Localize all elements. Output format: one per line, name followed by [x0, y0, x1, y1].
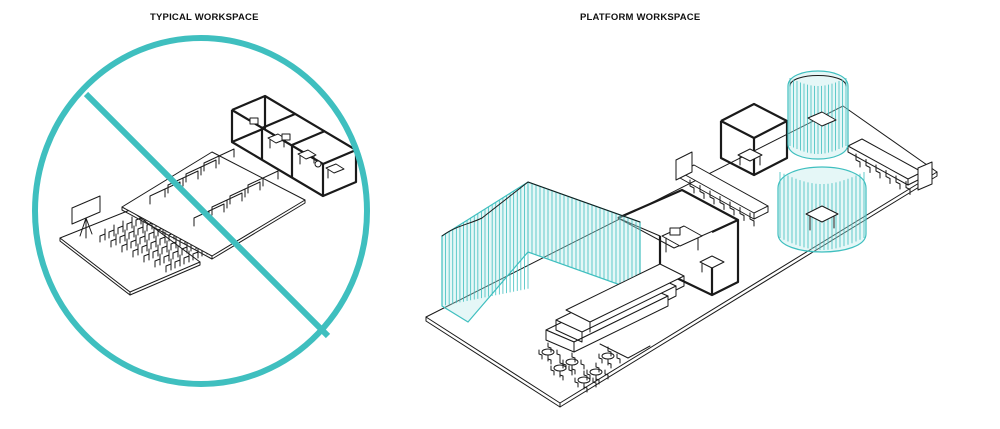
cafe-chair: [547, 354, 552, 365]
cafe-chair: [595, 362, 600, 373]
cafe-table: [577, 376, 591, 384]
prohibition-circle-slash-icon: [32, 35, 370, 387]
desk-chair: [865, 159, 871, 173]
cafe-chair: [592, 377, 597, 388]
training-desk: [211, 192, 243, 216]
seat: [141, 239, 148, 254]
curtain-wall: [441, 181, 641, 323]
platform-workspace-illustration: [425, 70, 938, 408]
desk-chair: [709, 190, 715, 205]
cafe-chair: [616, 353, 621, 364]
cafe-table: [553, 364, 567, 372]
training-room-floor: [121, 151, 306, 260]
desk-chair: [855, 153, 861, 168]
seat: [154, 253, 161, 268]
meeting-pod: [719, 102, 789, 177]
curtain-pod-lower: [777, 166, 867, 253]
cafe-chair: [574, 377, 579, 388]
training-desk: [193, 203, 225, 227]
open-desks-middle: [675, 151, 769, 227]
cafe-chair: [595, 374, 600, 385]
desk-chair: [689, 179, 695, 194]
open-desks-right: [847, 138, 933, 195]
desk-chair: [739, 207, 745, 221]
desk-chair: [749, 212, 755, 227]
cafe-seating: [538, 342, 621, 393]
desk-chair: [905, 181, 911, 195]
training-desk: [167, 170, 199, 194]
seat: [161, 240, 168, 255]
cafe-chair: [547, 342, 552, 353]
cafe-chair: [583, 382, 588, 393]
cafe-chair: [568, 365, 573, 376]
cafe-chair: [583, 370, 588, 381]
cafe-chair: [580, 359, 585, 370]
cafe-table: [565, 358, 579, 366]
desk-chair: [719, 196, 725, 210]
cafe-chair: [598, 353, 603, 364]
cafe-chair: [607, 346, 612, 357]
seat: [137, 221, 144, 236]
cafe-chair: [604, 369, 609, 380]
desk-chair: [885, 170, 891, 184]
seat: [172, 245, 179, 260]
cafe-table: [589, 368, 603, 376]
cafe-chair: [550, 365, 555, 376]
desk-chair: [895, 175, 901, 190]
cafe-chair: [538, 349, 543, 360]
training-desk: [247, 170, 279, 194]
seat: [163, 249, 170, 264]
seat: [152, 244, 159, 259]
seat: [181, 241, 188, 256]
seat: [165, 258, 172, 273]
cafe-chair: [556, 349, 561, 360]
cafe-chair: [571, 352, 576, 363]
cafe-chair: [607, 358, 612, 369]
lecture-room-floor: [59, 209, 201, 296]
cafe-chair: [559, 370, 564, 381]
training-desk: [185, 159, 217, 183]
training-desk: [229, 181, 261, 205]
curtain-pod-upper: [787, 70, 849, 160]
desk-chair: [699, 185, 705, 199]
seat: [174, 254, 181, 269]
cafe-chair: [571, 364, 576, 375]
typical-workspace-illustration: [32, 35, 370, 387]
seat: [117, 220, 124, 235]
cafe-chair: [559, 358, 564, 369]
seat: [108, 224, 115, 239]
cafe-chair: [586, 369, 591, 380]
seat: [128, 225, 135, 240]
cafe-table: [601, 352, 615, 360]
seat: [99, 228, 106, 243]
training-desk: [149, 181, 181, 205]
office-pod: [617, 188, 740, 297]
seat: [150, 235, 157, 250]
seat: [121, 238, 128, 253]
desk-chair: [729, 201, 735, 216]
desk-chair: [875, 164, 881, 179]
typical-workspace-title: TYPICAL WORKSPACE: [150, 12, 259, 23]
seat: [183, 250, 190, 265]
seat: [132, 243, 139, 258]
projector-screen: [71, 195, 101, 239]
training-desk: [203, 148, 235, 172]
seat: [139, 230, 146, 245]
cafe-table: [541, 348, 555, 356]
seat: [170, 236, 177, 251]
seat: [126, 216, 133, 231]
seat: [110, 233, 117, 248]
private-offices: [230, 94, 358, 198]
training-desks: [149, 148, 279, 227]
stepped-seating: [545, 263, 685, 359]
seat: [143, 248, 150, 263]
seat: [148, 226, 155, 241]
seat: [119, 229, 126, 244]
seat: [130, 234, 137, 249]
platform-workspace-title: PLATFORM WORKSPACE: [580, 12, 701, 23]
